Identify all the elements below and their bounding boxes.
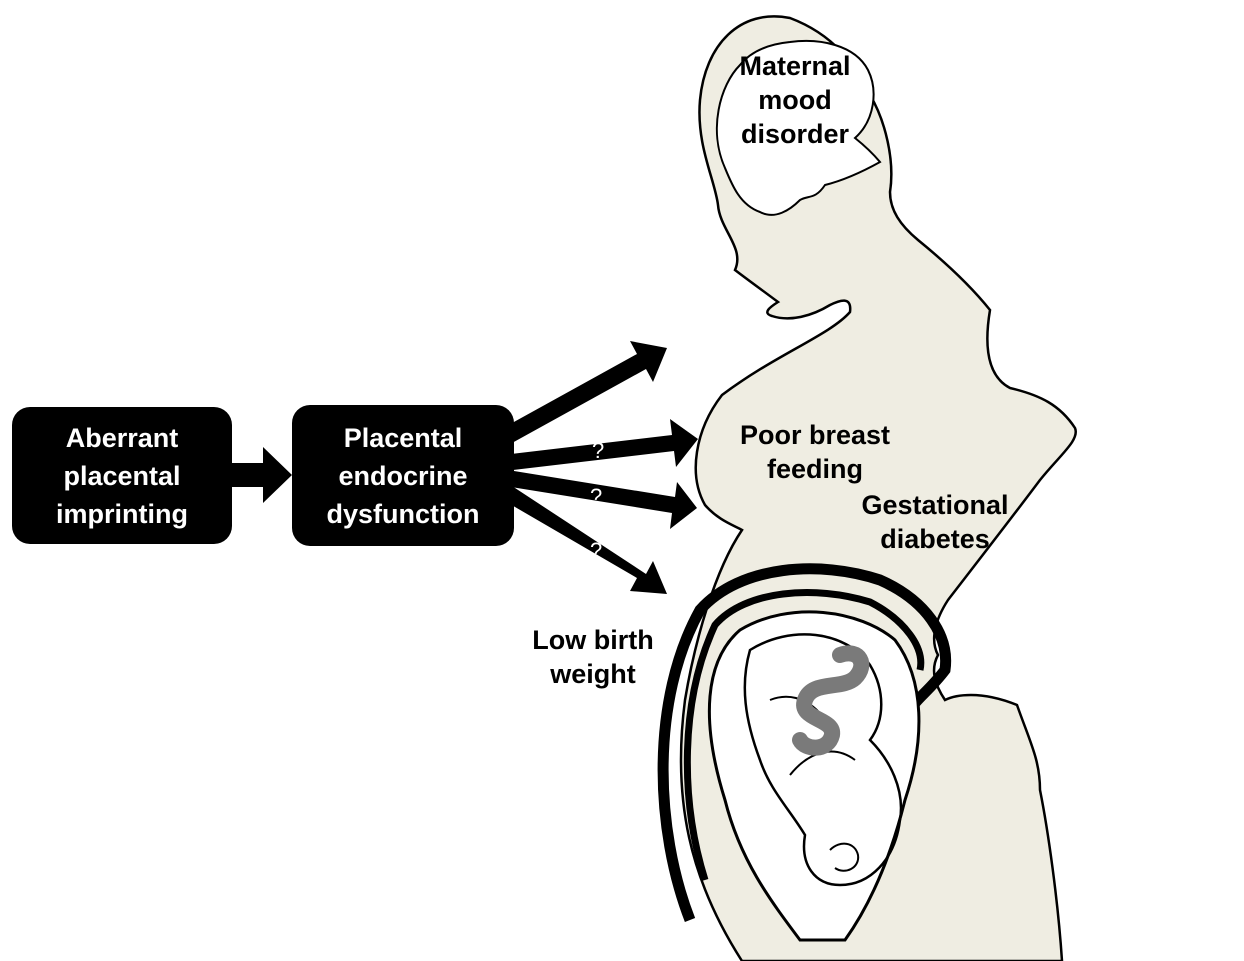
outcome-mood-label: Maternal mood disorder [700, 49, 890, 151]
outcome-birth-weight-label: Low birth weight [508, 623, 678, 691]
endocrine-dysfunction-box: Placental endocrine dysfunction [292, 405, 514, 546]
arrow-question-mark: ? [590, 486, 602, 508]
outcome-gestational-diabetes-label: Gestational diabetes [840, 488, 1030, 556]
connector-arrow [232, 447, 292, 503]
arrow-question-mark: ? [590, 540, 602, 562]
arrow-question-mark: ? [592, 440, 604, 462]
arrow-to-mood [503, 341, 667, 443]
outcome-breast-feeding-label: Poor breast feeding [715, 418, 915, 486]
aberrant-imprinting-box: Aberrant placental imprinting [12, 407, 232, 544]
arrow-question-mark: ? [590, 397, 602, 419]
